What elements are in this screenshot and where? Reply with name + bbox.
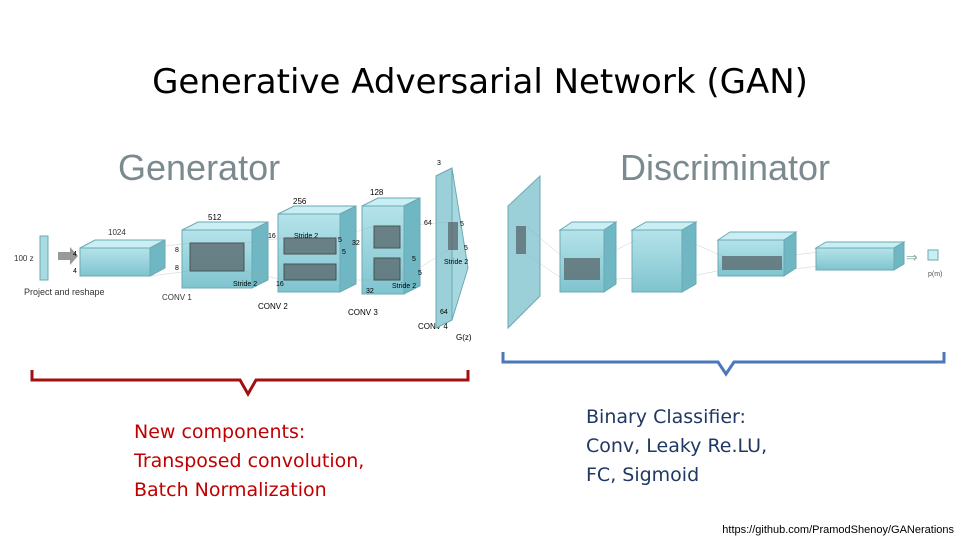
input-label: 100 z: [14, 254, 34, 263]
dim-1024: 1024: [108, 228, 126, 237]
stride-label-4: Stride 2: [444, 259, 468, 266]
gz-label: G(z): [456, 333, 472, 342]
conv2-label: CONV 2: [258, 302, 288, 311]
dim-5e: 5: [460, 221, 464, 228]
discriminator-caption: Binary Classifier: Conv, Leaky Re.LU, FC…: [586, 403, 767, 490]
dim-5d: 5: [418, 270, 422, 277]
dim-5c: 5: [412, 256, 416, 263]
gan-architecture-figure: Generator Discriminator 100 z Project an…: [14, 147, 942, 342]
discriminator-caption-line-3: FC, Sigmoid: [586, 464, 700, 486]
gen-block-1: [79, 247, 151, 277]
dim-512: 512: [208, 213, 222, 222]
dim-3: 3: [437, 160, 441, 167]
stride-label-2: Stride 2: [294, 233, 318, 240]
dim-32b: 32: [366, 288, 374, 295]
dim-128: 128: [370, 188, 384, 197]
dim-16a: 16: [268, 233, 276, 240]
generator-caption-line-2: Transposed convolution,: [134, 450, 365, 472]
dim-5a: 5: [338, 237, 342, 244]
discriminator-caption-line-2: Conv, Leaky Re.LU,: [586, 435, 768, 457]
generator-caption: New components: Transposed convolution, …: [134, 418, 364, 505]
conv4-label: CONV 4: [418, 322, 448, 331]
project-label: Project and reshape: [24, 287, 105, 297]
dim-5f: 5: [464, 245, 468, 252]
conv3-label: CONV 3: [348, 308, 378, 317]
stride-label-1: Stride 2: [233, 281, 257, 288]
conv1-label: CONV 1: [162, 293, 192, 302]
input-arrow: [58, 247, 78, 265]
dim-16b: 16: [276, 281, 284, 288]
generator-heading: Generator: [118, 147, 280, 188]
disc-block-4: [815, 247, 895, 271]
dim-64b: 64: [440, 309, 448, 316]
generator-caption-line-1: New components:: [134, 421, 306, 443]
right-brace: [501, 352, 946, 377]
stride-label-3: Stride 2: [392, 283, 416, 290]
disc-output: [927, 249, 939, 261]
dim-4b: 4: [73, 268, 77, 275]
dim-32a: 32: [352, 240, 360, 247]
disc-arrow: ⇒: [906, 249, 918, 265]
output-label: p(m): [928, 271, 942, 278]
dim-256: 256: [293, 197, 307, 206]
discriminator-caption-line-1: Binary Classifier:: [586, 406, 746, 428]
slide-title: Generative Adversarial Network (GAN): [152, 62, 808, 102]
disc-block-2: [631, 229, 683, 293]
discriminator-heading: Discriminator: [620, 147, 830, 188]
source-link[interactable]: https://github.com/PramodShenoy/GANerati…: [722, 524, 954, 536]
left-brace: [30, 370, 470, 398]
dim-5b: 5: [342, 249, 346, 256]
brace-layer: [30, 352, 946, 398]
generator-caption-line-3: Batch Normalization: [134, 479, 327, 501]
gen-block-4: [361, 205, 405, 295]
dim-4a: 4: [73, 251, 77, 258]
dim-8a: 8: [175, 247, 179, 254]
input-vector: [39, 235, 49, 281]
dim-8b: 8: [175, 265, 179, 272]
